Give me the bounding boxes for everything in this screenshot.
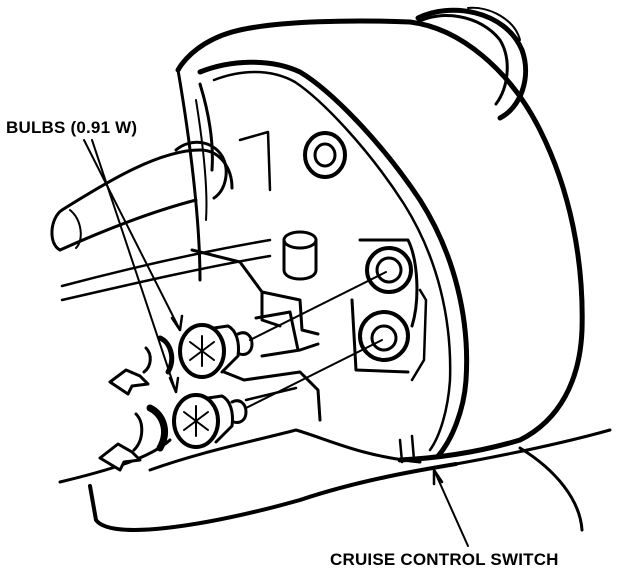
bulbs-leader [84,140,182,392]
alignment-lines [246,272,386,408]
switch-housing [178,21,582,460]
cruise-control-switch-label: CRUISE CONTROL SWITCH [330,550,559,569]
center-post [284,232,316,279]
rear-boss [418,8,526,118]
removal-arrow-lower [100,408,165,470]
bulbs-label: BULBS (0.91 W) [6,118,138,137]
upper-boss [305,133,345,177]
switch-leader [434,470,468,546]
removal-arrow-upper [110,338,172,394]
bulb-upper [180,325,252,377]
harness-connector [52,132,270,300]
lower-panel [60,430,610,530]
bulb-socket-upper [367,248,411,292]
bulb-socket-lower [360,312,408,360]
bracket [192,250,320,420]
bulb-lower [174,395,246,447]
